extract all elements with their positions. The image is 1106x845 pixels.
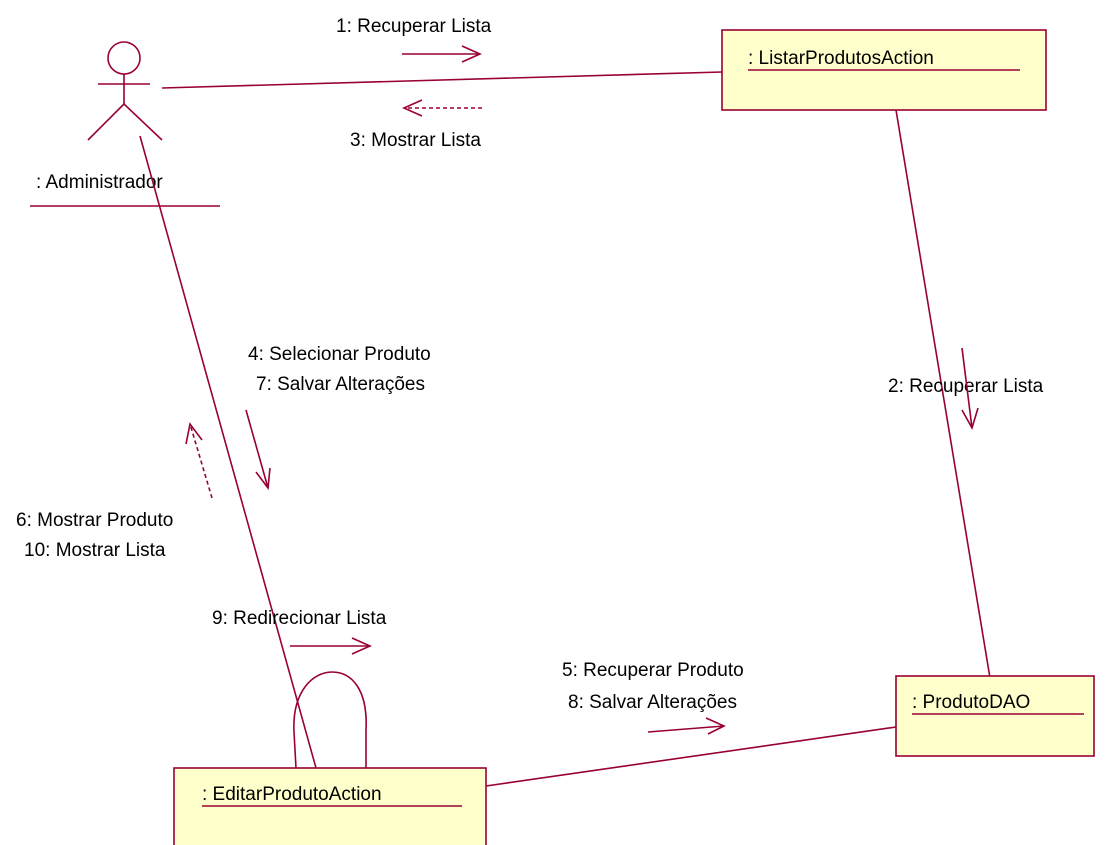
message-6-10-arrow: [185, 422, 213, 499]
actor-label: : Administrador: [36, 172, 163, 193]
message-4-7-arrow: [245, 409, 271, 491]
link-actor-listar: [161, 71, 723, 89]
message-9-arrow: [290, 637, 372, 655]
object-label: : ProdutoDAO: [912, 692, 1030, 713]
message-8-label: 8: Salvar Alterações: [568, 692, 737, 713]
message-6-label: 6: Mostrar Produto: [16, 510, 173, 531]
message-7-label: 7: Salvar Alterações: [256, 374, 425, 395]
object-box: [895, 675, 1095, 757]
message-10-label: 10: Mostrar Lista: [24, 540, 166, 561]
object-label: : ListarProdutosAction: [748, 48, 934, 69]
message-4-label: 4: Selecionar Produto: [248, 344, 431, 365]
object-editar-produto-action[interactable]: : EditarProdutoAction: [173, 767, 487, 845]
object-produto-dao[interactable]: : ProdutoDAO: [895, 675, 1095, 757]
message-2-arrow: [961, 347, 979, 431]
object-label: : EditarProdutoAction: [202, 784, 382, 805]
link-editar-dao: [485, 726, 897, 787]
actor-administrador[interactable]: : Administrador: [30, 41, 220, 207]
message-2-label: 2: Recuperar Lista: [888, 376, 1044, 397]
link-actor-editar: [139, 135, 317, 769]
self-link-editar: [293, 671, 367, 769]
message-3-label: 3: Mostrar Lista: [350, 130, 481, 151]
actor-left-leg: [87, 103, 125, 141]
message-1-arrow: [402, 45, 482, 63]
message-5-label: 5: Recuperar Produto: [562, 660, 744, 681]
object-listar-produtos-action[interactable]: : ListarProdutosAction: [721, 29, 1047, 111]
actor-right-leg: [123, 103, 163, 141]
message-5-8-arrow: [647, 717, 726, 735]
link-listar-dao: [895, 109, 991, 679]
message-3-arrow: [402, 99, 482, 117]
message-9-label: 9: Redirecionar Lista: [212, 608, 387, 629]
message-1-label: 1: Recuperar Lista: [336, 16, 492, 37]
actor-head: [107, 41, 141, 75]
